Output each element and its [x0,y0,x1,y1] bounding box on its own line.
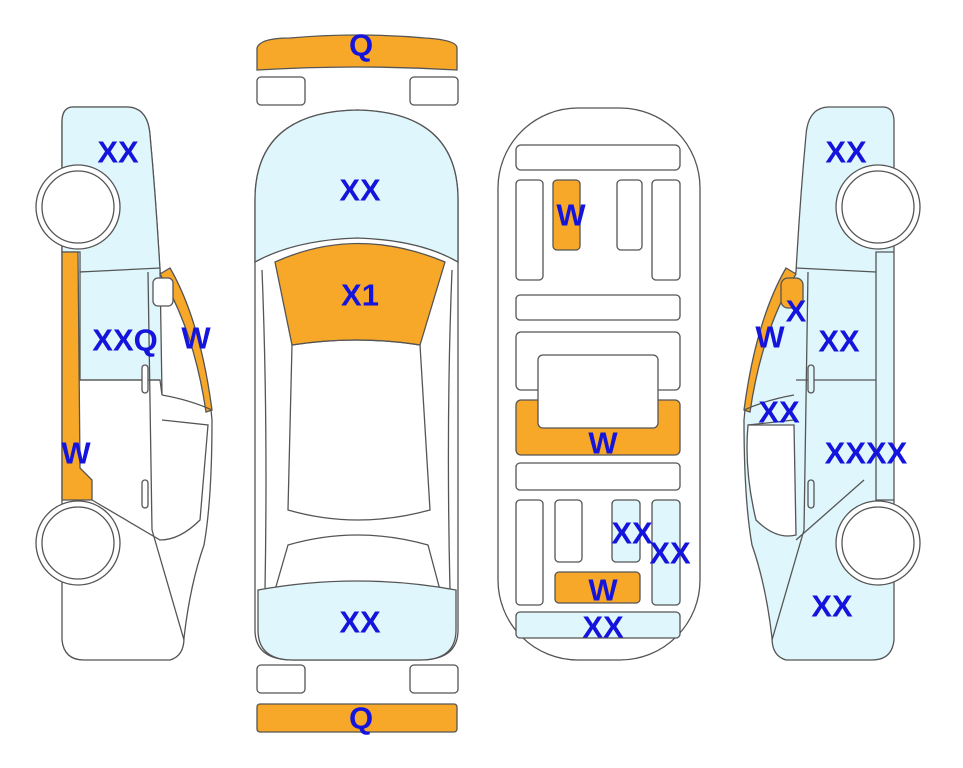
right-window-label: XX [758,395,800,430]
left-front-door-panel[interactable] [79,267,163,396]
rear-right-compartment[interactable] [611,499,641,563]
left-hood-label: XX [97,135,139,170]
right-front-wheel[interactable] [835,164,921,250]
cargo-floor[interactable] [554,571,641,604]
hood-label: XX [339,173,381,208]
left-front-wheel[interactable] [35,164,121,250]
right-rear-quarter-label: XX [811,589,853,624]
top-view: Q XX X1 XX Q [254,28,459,736]
right-front-door-label: XX [818,324,860,359]
front-left-door-trim[interactable] [515,179,544,281]
rear-left-compartment[interactable] [554,499,583,563]
right-rear-door-label: XXXX [825,436,908,471]
rear-right-trim-label: XX [649,536,691,571]
passenger-seat[interactable] [616,179,643,251]
trunk-panel[interactable] [257,580,457,661]
driver-seat-label: W [556,198,586,233]
interior-view: W W XX XX W XX [497,107,701,661]
left-rear-wheel-rim [41,506,115,580]
front-right-light[interactable] [409,76,459,106]
rear-crossbar[interactable] [515,462,681,491]
rear-bumper[interactable] [256,703,458,733]
right-door-lines [743,251,894,641]
front-right-door-trim[interactable] [651,179,681,281]
right-rear-wheel-rim [841,506,915,580]
top-hood-panel[interactable] [254,109,459,264]
right-side-view: XX X W XX XX XXXX XX [743,106,921,661]
left-pillar-strip[interactable] [61,251,93,501]
left-mirror[interactable] [152,277,174,307]
right-mirror[interactable] [780,277,804,309]
left-pillar-label: W [61,436,91,471]
rear-right-compartment-label: XX [611,516,653,551]
windshield-label: X1 [341,278,379,313]
rear-bumper-label: Q [349,701,373,736]
right-door-handle-rear[interactable] [807,479,815,509]
left-door-handle-front[interactable] [141,364,149,394]
left-rear-wheel[interactable] [35,500,121,586]
rear-right-light[interactable] [409,664,459,694]
rear-right-trim[interactable] [651,499,681,606]
cargo-sill-label: XX [582,610,624,645]
console[interactable] [537,354,659,429]
right-door-handle-front[interactable] [807,364,815,394]
rear-left-trim[interactable] [515,499,544,606]
cargo-floor-label: W [588,573,618,608]
left-door-line [80,271,213,541]
left-side-view: XX XXQ W W [35,106,213,661]
right-rear-wheel[interactable] [835,500,921,586]
left-door-handle-rear[interactable] [141,479,149,509]
left-front-wheel-rim [41,170,115,244]
front-left-light[interactable] [256,76,306,106]
trunk-label: XX [339,605,381,640]
roof-outline [261,269,453,591]
front-bumper-label: Q [349,28,373,63]
rear-left-light[interactable] [256,664,306,694]
right-mirror-label: X [786,294,807,329]
right-front-wheel-rim [841,170,915,244]
left-a-pillar-label: W [181,321,211,356]
right-hood-label: XX [825,135,867,170]
front-bumper[interactable] [256,34,458,71]
middle-crossbar[interactable] [515,294,681,321]
cargo-sill[interactable] [515,611,681,639]
right-window-glass[interactable] [746,424,797,537]
left-rocker-line [151,529,185,641]
driver-seat[interactable] [552,179,581,251]
right-a-pillar-label: W [755,320,785,355]
left-door-label: XXQ [92,323,157,358]
dashboard[interactable] [515,144,681,171]
rear-seat-label: W [588,426,618,461]
